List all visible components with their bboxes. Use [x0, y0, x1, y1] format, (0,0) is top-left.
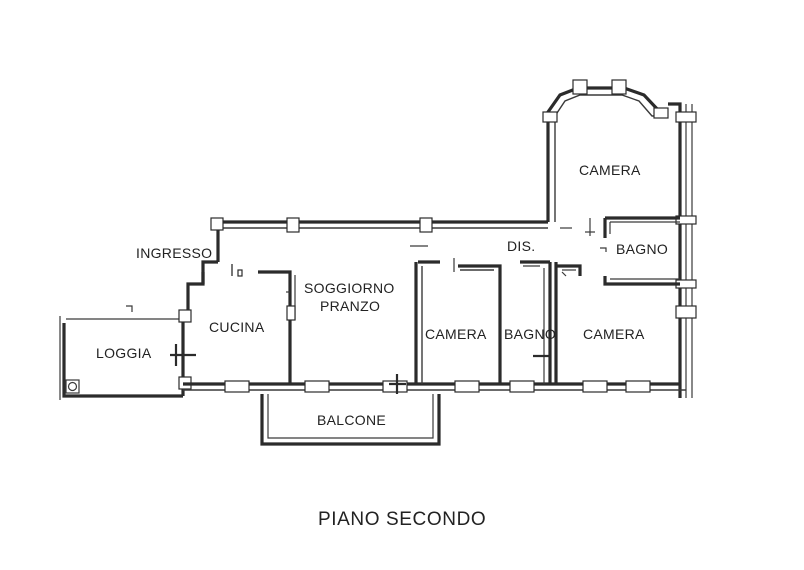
room-label-pranzo: PRANZO [320, 298, 380, 314]
exterior-walls [178, 79, 697, 398]
room-label-dis: DIS. [507, 238, 535, 254]
room-label-camera-right: CAMERA [583, 326, 645, 342]
room-label-camera-top: CAMERA [579, 162, 641, 178]
loggia-walls [59, 305, 196, 400]
plan-title: PIANO SECONDO [318, 509, 486, 530]
room-label-bagno-mid: BAGNO [504, 326, 556, 342]
interior-walls [201, 216, 680, 384]
room-label-bagno-top: BAGNO [616, 241, 668, 257]
balcone-outline [260, 374, 441, 446]
room-labels: CAMERA BAGNO DIS. INGRESSO SOGGIORNO PRA… [96, 162, 668, 428]
room-label-soggiorno: SOGGIORNO [304, 280, 395, 296]
room-label-loggia: LOGGIA [96, 345, 152, 361]
room-label-cucina: CUCINA [209, 319, 265, 335]
room-label-balcone: BALCONE [317, 412, 386, 428]
room-label-ingresso: INGRESSO [136, 245, 212, 261]
room-label-camera-mid: CAMERA [425, 326, 487, 342]
